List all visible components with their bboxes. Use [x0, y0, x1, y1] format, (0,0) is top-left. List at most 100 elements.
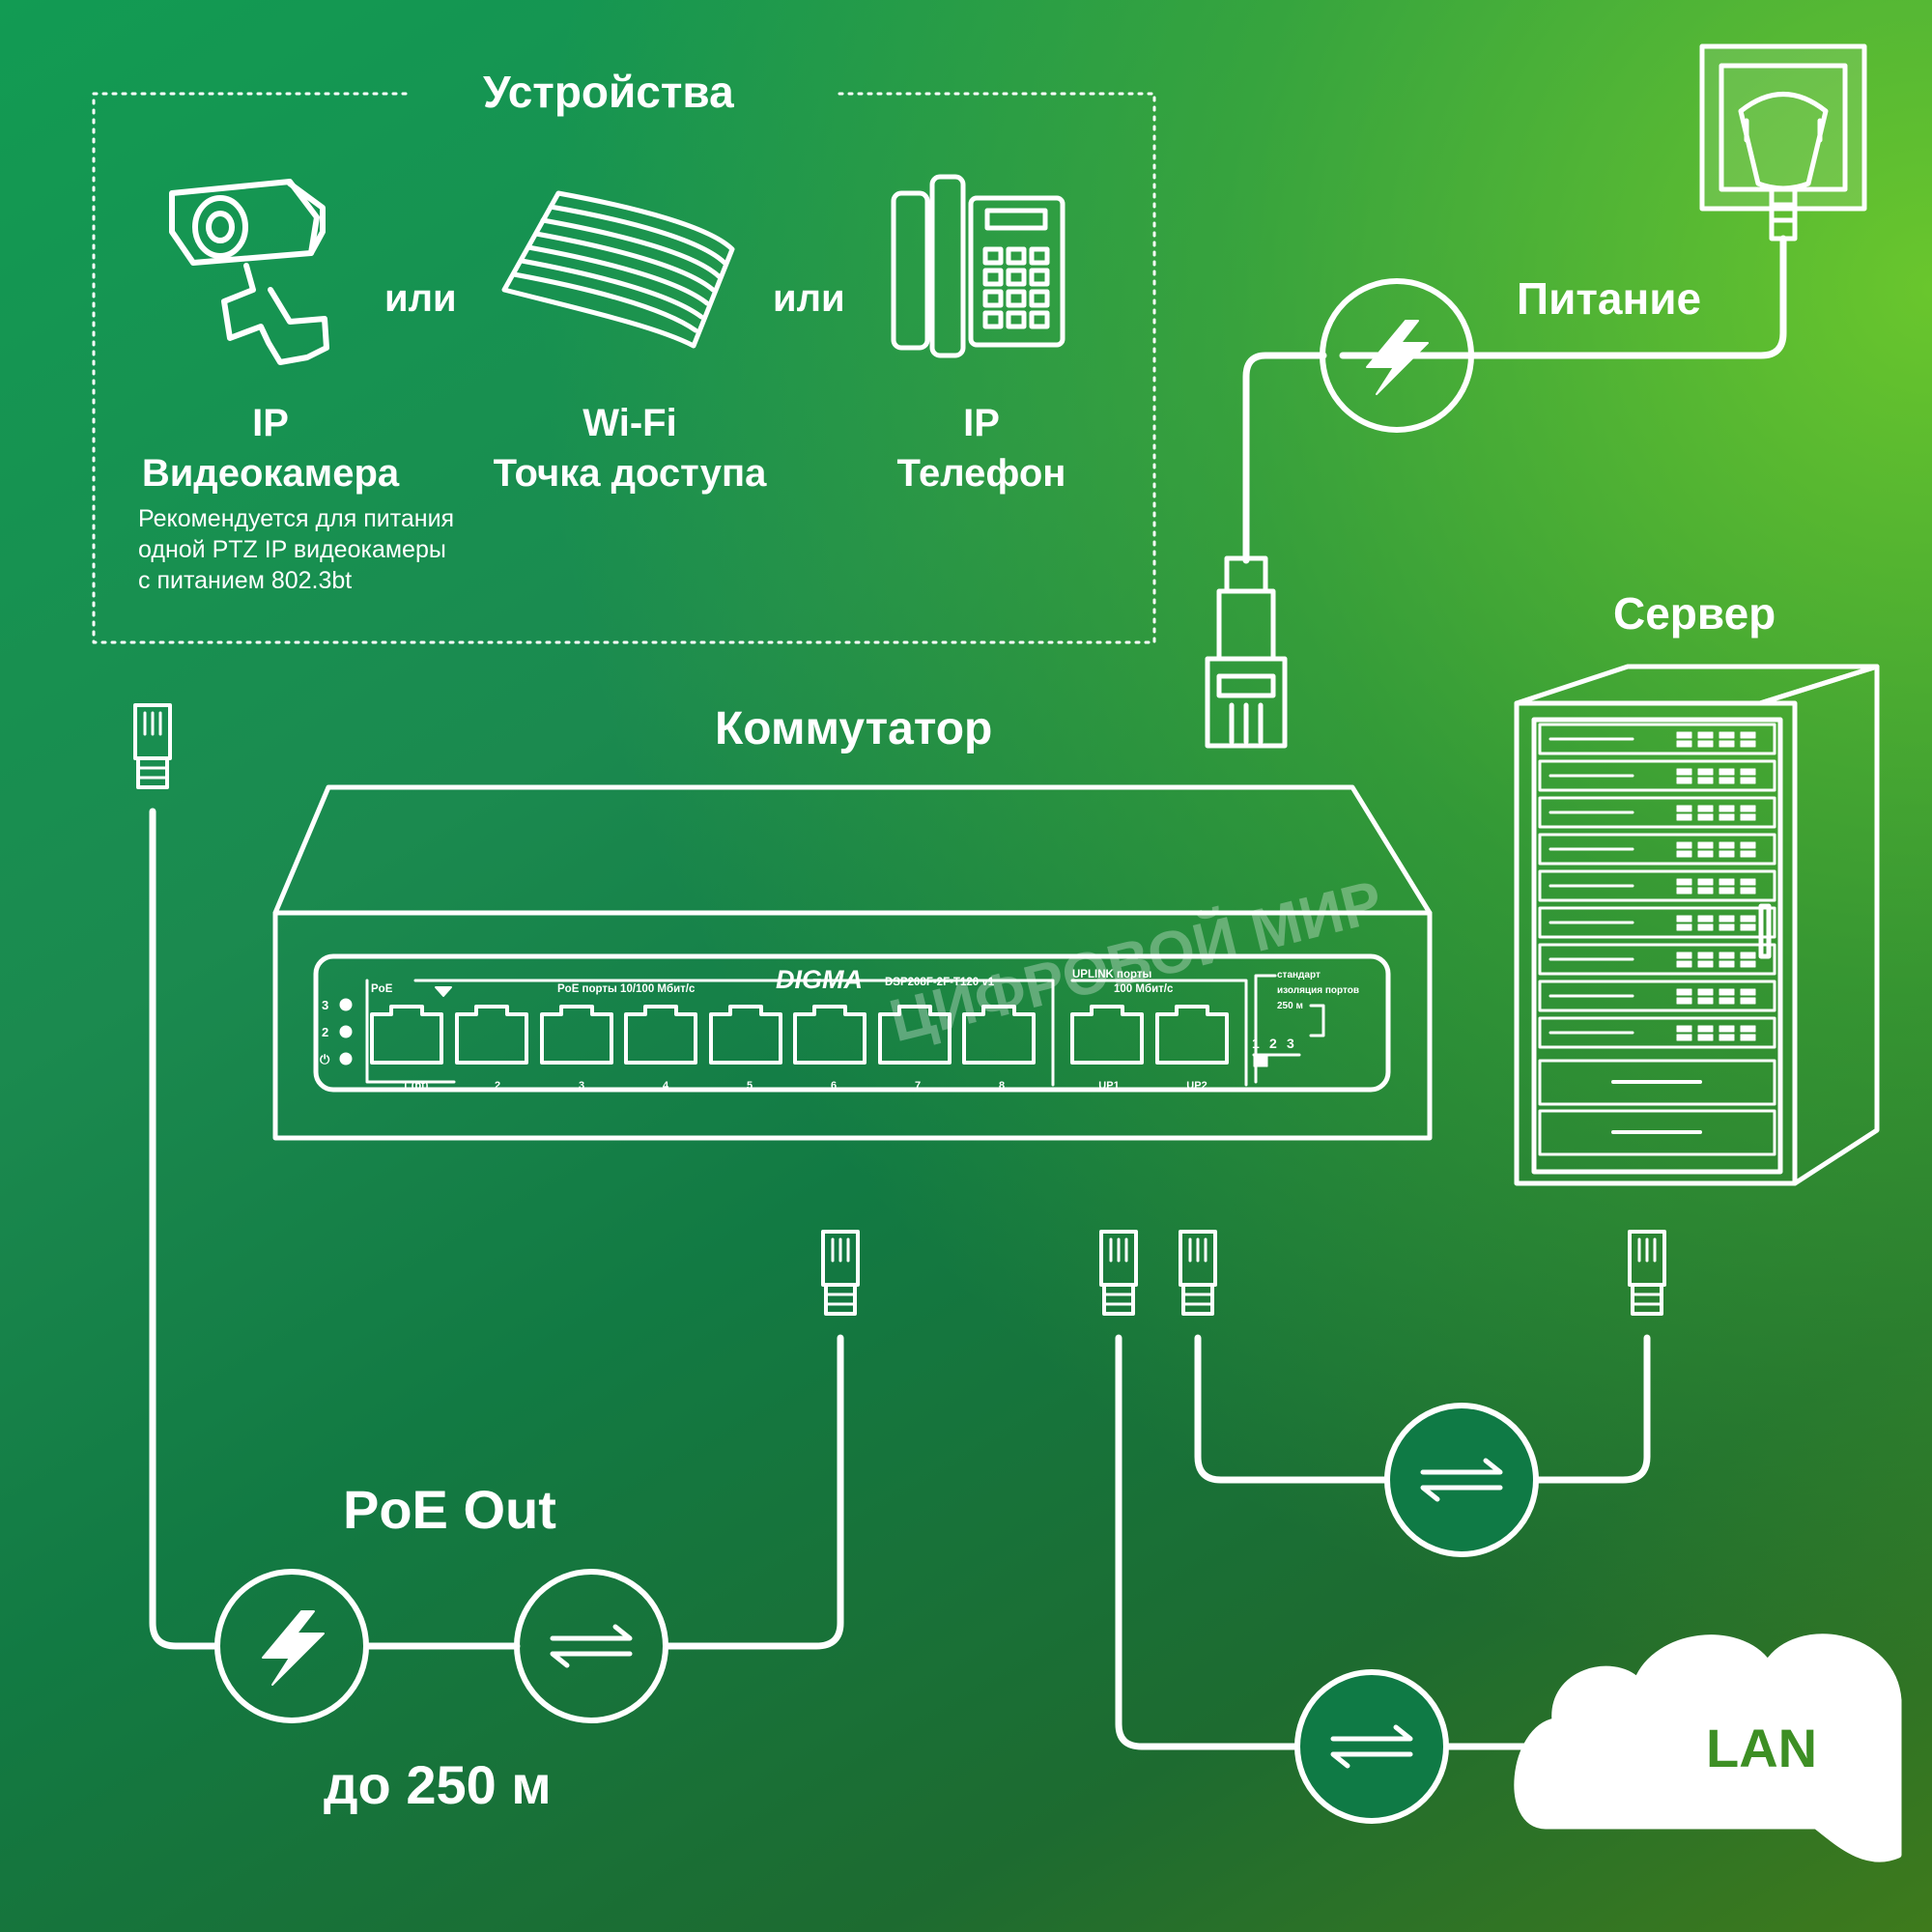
- server-led: [1697, 850, 1714, 858]
- switch-brand-logo: DIGMA: [776, 965, 863, 994]
- server-led: [1676, 731, 1692, 739]
- port-number: UP1: [1098, 1080, 1120, 1092]
- led-2: 2: [322, 1025, 329, 1039]
- port-number: 2: [494, 1080, 501, 1092]
- device-ip-phone: IP Телефон: [817, 398, 1146, 498]
- server-led: [1676, 850, 1692, 858]
- server-led: [1740, 923, 1756, 931]
- device-line1: IP: [252, 402, 289, 444]
- server-led: [1676, 768, 1692, 776]
- server-led: [1719, 740, 1735, 748]
- server-led: [1697, 915, 1714, 923]
- rj45-plug-ribs: [1181, 1293, 1214, 1306]
- mode-number: 1: [1252, 1036, 1260, 1051]
- poe-lightning-icon: [262, 1610, 325, 1686]
- server-unit: [1538, 723, 1776, 755]
- server-unit: [1538, 796, 1776, 829]
- server-led: [1697, 923, 1714, 931]
- lan-cable: [1115, 1334, 1535, 1750]
- server-led: [1676, 960, 1692, 968]
- server-led: [1740, 1025, 1756, 1033]
- server-led: [1697, 952, 1714, 959]
- server-drawer: [1538, 1109, 1776, 1156]
- lan-label: LAN: [1706, 1718, 1818, 1778]
- rj45-plug-boot: [1181, 1283, 1214, 1316]
- device-line1: IP: [963, 402, 1000, 444]
- rj45-plug-ribs: [1102, 1293, 1135, 1306]
- server-led: [1740, 841, 1756, 849]
- server-led: [1740, 988, 1756, 996]
- port-number: 8: [998, 1080, 1006, 1092]
- server-led: [1719, 988, 1735, 996]
- server-led: [1740, 878, 1756, 886]
- switch-model: DSP208F-2F-T120 v1: [885, 977, 995, 988]
- server-led: [1740, 731, 1756, 739]
- poe-out-cable: [149, 808, 844, 1650]
- server-led: [1676, 841, 1692, 849]
- camera-note: Рекомендуется для питания одной PTZ IP в…: [138, 503, 525, 596]
- switch-label: Коммутатор: [715, 703, 993, 754]
- server-led: [1719, 887, 1735, 895]
- power-label: Питание: [1517, 273, 1702, 324]
- port-number: 3: [578, 1080, 585, 1092]
- server-unit: [1538, 943, 1776, 976]
- server-led: [1740, 805, 1756, 812]
- rj45-port: [793, 1005, 867, 1065]
- server-led: [1676, 923, 1692, 931]
- server-led: [1697, 997, 1714, 1005]
- server-led: [1719, 915, 1735, 923]
- server-unit: [1538, 759, 1776, 792]
- rj45-plug-boot: [1631, 1283, 1663, 1316]
- server-led: [1719, 777, 1735, 784]
- rj45-plug-boot: [1102, 1283, 1135, 1316]
- or-label: или: [384, 277, 457, 320]
- port-number: 5: [746, 1080, 753, 1092]
- camera-note-line: Рекомендуется для питания: [138, 505, 455, 532]
- rj45-plug-boot: [136, 756, 169, 789]
- server-led: [1676, 805, 1692, 812]
- server-led: [1676, 813, 1692, 821]
- server-led: [1719, 805, 1735, 812]
- server-led: [1697, 768, 1714, 776]
- server-led: [1719, 1025, 1735, 1033]
- poe-out-label: PoE Out: [343, 1479, 556, 1540]
- server-led: [1719, 923, 1735, 931]
- port-number: UP2: [1186, 1080, 1208, 1092]
- port-number: 1 (bt): [402, 1080, 429, 1092]
- server-led: [1719, 731, 1735, 739]
- switch-chassis: [272, 784, 1433, 1141]
- devices-title: Устройства: [483, 67, 734, 117]
- server-led: [1697, 887, 1714, 895]
- server-unit: [1538, 906, 1776, 939]
- poe-ports-label: PoE порты 10/100 Мбит/с: [557, 983, 696, 995]
- or-label: или: [773, 277, 845, 320]
- server-led: [1719, 952, 1735, 959]
- server-led: [1740, 960, 1756, 968]
- server-led: [1697, 777, 1714, 784]
- server-led: [1740, 768, 1756, 776]
- rj45-port: [1070, 1005, 1144, 1065]
- camera-icon: [169, 179, 329, 365]
- server-led: [1740, 850, 1756, 858]
- server-led: [1697, 731, 1714, 739]
- distance-label: до 250 м: [324, 1754, 552, 1815]
- server-led: [1676, 1025, 1692, 1033]
- rj45-port: [370, 1005, 443, 1065]
- mode-number: 2: [1269, 1036, 1277, 1051]
- server-led: [1697, 813, 1714, 821]
- server-led: [1697, 805, 1714, 812]
- server-led: [1676, 887, 1692, 895]
- server-led: [1719, 960, 1735, 968]
- rj45-plug-ribs: [824, 1293, 857, 1306]
- rj45-port: [540, 1005, 613, 1065]
- device-wifi-access-point: Wi-Fi Точка доступа: [466, 398, 794, 498]
- device-line2: Видеокамера: [141, 452, 400, 495]
- devices-frame: [92, 92, 1156, 644]
- rj45-plug-ribs: [1631, 1293, 1663, 1306]
- camera-note-line: с питанием 802.3bt: [138, 567, 353, 594]
- server-led: [1697, 841, 1714, 849]
- camera-note-line: одной PTZ IP видеокамеры: [138, 536, 446, 563]
